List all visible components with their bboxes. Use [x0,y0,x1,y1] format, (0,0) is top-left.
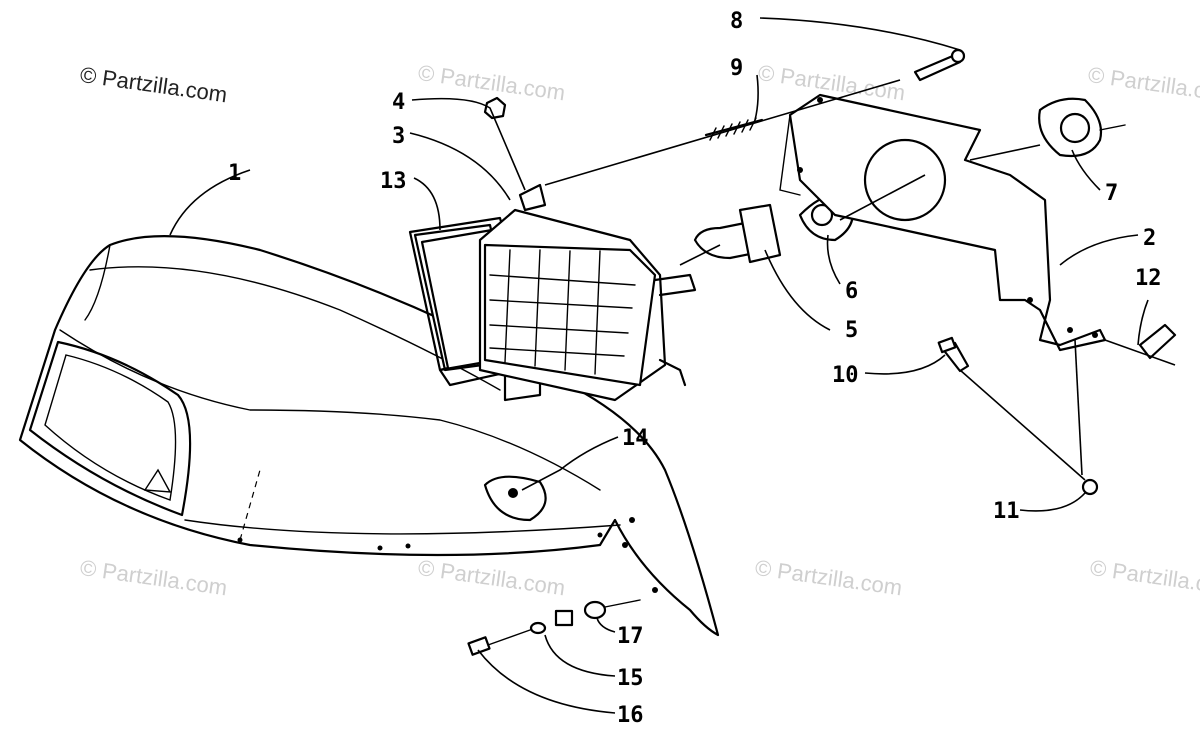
callout-8: 8 [730,9,743,34]
callout-leaders [169,17,1149,714]
callout-7: 7 [1105,181,1118,206]
alignment-lines [544,79,1176,481]
callout-16: 16 [617,703,644,728]
hardware [467,48,1177,656]
callout-14: 14 [622,426,649,451]
callout-10: 10 [832,363,859,388]
callout-4: 4 [392,90,405,115]
callout-3: 3 [392,124,405,149]
callout-11: 11 [993,499,1020,524]
hood-housing [18,235,720,637]
callout-13: 13 [380,169,407,194]
callout-12: 12 [1135,266,1162,291]
headlamp-assembly [478,183,697,402]
callout-1: 1 [228,161,241,186]
callout-6: 6 [845,279,858,304]
callout-9: 9 [730,56,743,81]
socket-cover [1038,97,1126,158]
callout-labels: 1 2 3 4 5 6 7 8 9 10 11 12 13 14 15 16 1… [228,9,1162,728]
callout-5: 5 [845,318,858,343]
callout-15: 15 [617,666,644,691]
mounting-bracket [779,93,1107,352]
callout-2: 2 [1143,226,1156,251]
callout-17: 17 [617,624,644,649]
